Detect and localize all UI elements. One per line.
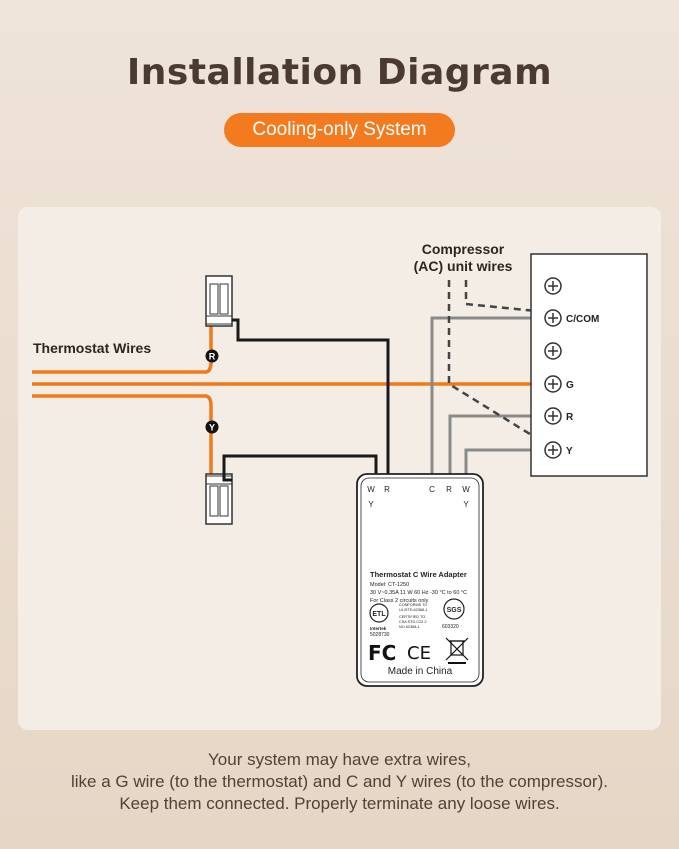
- intertek-label: Intertek: [370, 626, 387, 631]
- sgs-number: 603320: [442, 624, 459, 630]
- svg-text:ETL: ETL: [372, 611, 386, 618]
- compressor-label-line1: Compressor: [422, 241, 505, 257]
- thermostat-wires: [32, 322, 546, 478]
- footer-line1: Your system may have extra wires,: [208, 750, 471, 769]
- wire-y-badge: Y: [205, 420, 219, 434]
- etl-logo: ETL: [369, 603, 389, 623]
- fcc-logo: FC: [368, 641, 396, 665]
- terminal-r-label: R: [566, 412, 574, 423]
- footer-line2: like a G wire (to the thermostat) and C …: [71, 772, 608, 791]
- adapter-terminal-c: C: [429, 485, 435, 494]
- svg-text:SGS: SGS: [447, 607, 462, 614]
- adapter-model: Model: CT-1250: [370, 582, 409, 588]
- svg-text:Y: Y: [209, 423, 215, 433]
- wire-r-badge: R: [205, 349, 219, 363]
- svg-text:R: R: [209, 352, 216, 362]
- compressor-dashed-wires: [447, 280, 547, 446]
- certified-line1: CERTIFIED TO: [399, 615, 425, 619]
- footer-line3: Keep them connected. Properly terminate …: [119, 794, 560, 813]
- sgs-logo: SGS: [443, 598, 465, 620]
- adapter-terminal-r-left: R: [384, 485, 390, 494]
- adapter-terminal-w: W: [367, 485, 375, 494]
- adapter-black-wires: [222, 318, 390, 482]
- adapter-terminal-w-right-sub: Y: [463, 500, 469, 509]
- adapter-terminal-w-right: W: [462, 485, 470, 494]
- weee-bin-icon: [445, 637, 469, 664]
- adapter-product-name: Thermostat C Wire Adapter: [370, 570, 467, 579]
- adapter-class-note: For Class 2 circuits only: [370, 598, 429, 604]
- terminal-y-label: Y: [566, 446, 573, 457]
- adapter-terminal-w-sub: Y: [368, 500, 374, 509]
- adapter-terminal-r-right: R: [446, 485, 452, 494]
- system-type-badge: Cooling-only System: [224, 113, 455, 147]
- terminal-c-com-label: C/COM: [566, 314, 599, 325]
- page-title: Installation Diagram: [126, 52, 553, 93]
- wire-connector-top: [205, 275, 233, 327]
- adapter-rating: 30 V~0.35A 11 W 60 Hz -30 °C to 60 °C: [370, 590, 467, 596]
- certified-line2: CSA STD.C22.2: [399, 620, 426, 624]
- certified-line3: NO.62368-1: [399, 625, 420, 629]
- wire-connector-bottom: [205, 473, 233, 525]
- terminal-g-label: G: [566, 380, 574, 391]
- adapter-origin: Made in China: [388, 666, 453, 677]
- thermostat-wires-label: Thermostat Wires: [33, 340, 151, 356]
- compressor-label-line2: (AC) unit wires: [414, 258, 513, 274]
- terminal-block: C/COM G R Y: [530, 253, 648, 477]
- conforms-line2: UL/STD.62368-1: [399, 608, 428, 612]
- adapter-gray-wires: [430, 316, 546, 474]
- conforms-line1: CONFORMS TO: [399, 603, 427, 607]
- footer-note: Your system may have extra wires, like a…: [0, 749, 679, 815]
- ce-logo: CE: [407, 643, 431, 664]
- c-wire-adapter: W Y R C R W Y Thermostat C Wire Adapter …: [356, 473, 484, 687]
- intertek-number: 5028730: [370, 632, 390, 638]
